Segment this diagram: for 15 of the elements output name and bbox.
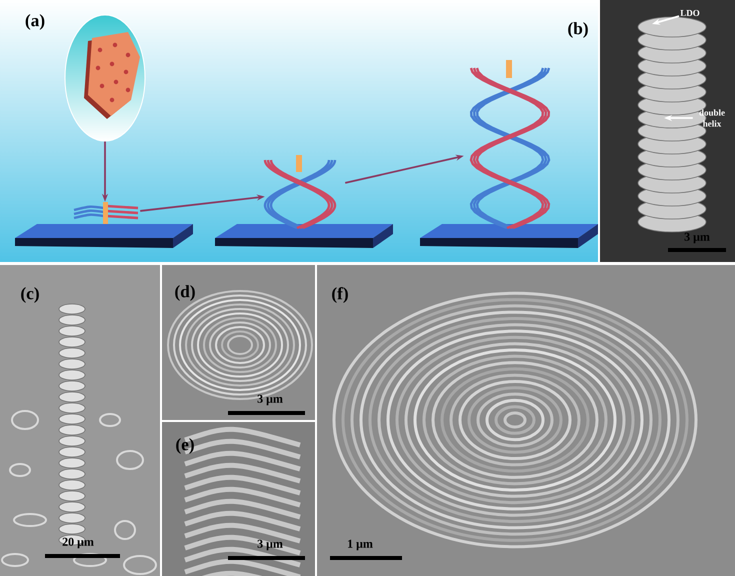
scale-label: 3 μm bbox=[258, 394, 283, 406]
growth-stage-drawing bbox=[215, 155, 393, 248]
scale-label: 3 μm bbox=[258, 540, 283, 550]
growth-stage-drawing bbox=[15, 202, 193, 248]
panel-label: (b) bbox=[568, 22, 588, 38]
panel-label: (f) bbox=[332, 287, 348, 303]
panel-label: (e) bbox=[176, 438, 194, 454]
panel-label: (a) bbox=[26, 14, 44, 30]
panel-label: (d) bbox=[175, 285, 195, 301]
callout-text: LDO bbox=[680, 10, 700, 16]
callout-text: double helix bbox=[699, 109, 725, 127]
scale-label: 20 μm bbox=[62, 538, 94, 548]
panel-label: (c) bbox=[21, 287, 39, 303]
scale-label: 1 μm bbox=[348, 540, 373, 550]
growth-stage-drawing bbox=[420, 60, 598, 248]
